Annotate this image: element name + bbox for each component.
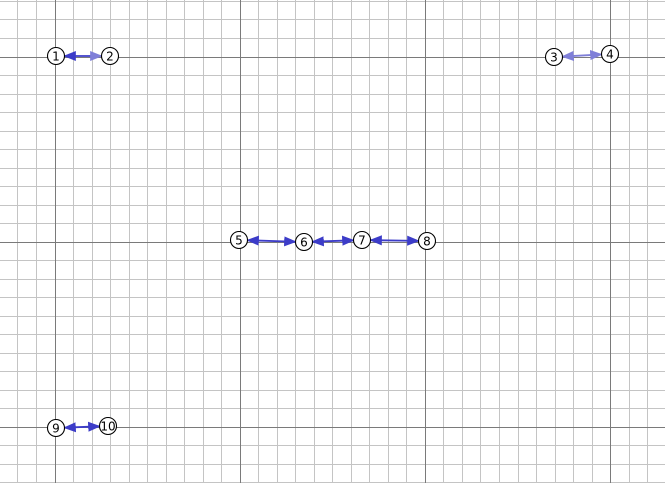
node-circle	[352, 230, 372, 250]
node-label: 4	[606, 48, 614, 62]
node-10[interactable]: 10	[98, 416, 118, 436]
edge-9-10	[63, 421, 101, 433]
node-circle	[46, 418, 66, 438]
edge-7-8	[369, 235, 420, 246]
node-circle	[100, 46, 120, 66]
edge-3-4	[561, 50, 603, 61]
node-1[interactable]: 1	[46, 46, 66, 66]
node-7[interactable]: 7	[352, 230, 372, 250]
node-label: 3	[550, 51, 558, 65]
node-label: 5	[235, 234, 243, 248]
node-label: 10	[100, 420, 115, 434]
node-2[interactable]: 2	[100, 46, 120, 66]
node-9[interactable]: 9	[46, 418, 66, 438]
node-circle	[46, 46, 66, 66]
node-circle	[294, 232, 314, 252]
node-layer: 1 2 3 4 5 6 7 8 9 10	[46, 44, 620, 438]
node-circle	[544, 47, 564, 67]
node-3[interactable]: 3	[544, 47, 564, 67]
edge-6-7	[311, 235, 355, 247]
node-5[interactable]: 5	[229, 230, 249, 250]
node-6[interactable]: 6	[294, 232, 314, 252]
node-label: 1	[52, 50, 60, 64]
node-8[interactable]: 8	[417, 231, 437, 251]
edge-layer	[63, 50, 603, 433]
node-label: 6	[300, 236, 308, 250]
node-label: 8	[423, 235, 431, 249]
node-circle	[98, 416, 118, 436]
node-circle	[600, 44, 620, 64]
node-circle	[417, 231, 437, 251]
node-label: 9	[52, 422, 60, 436]
edge-5-6	[246, 235, 297, 247]
node-circle	[229, 230, 249, 250]
node-label: 2	[106, 50, 114, 64]
node-label: 7	[358, 234, 366, 248]
node-4[interactable]: 4	[600, 44, 620, 64]
